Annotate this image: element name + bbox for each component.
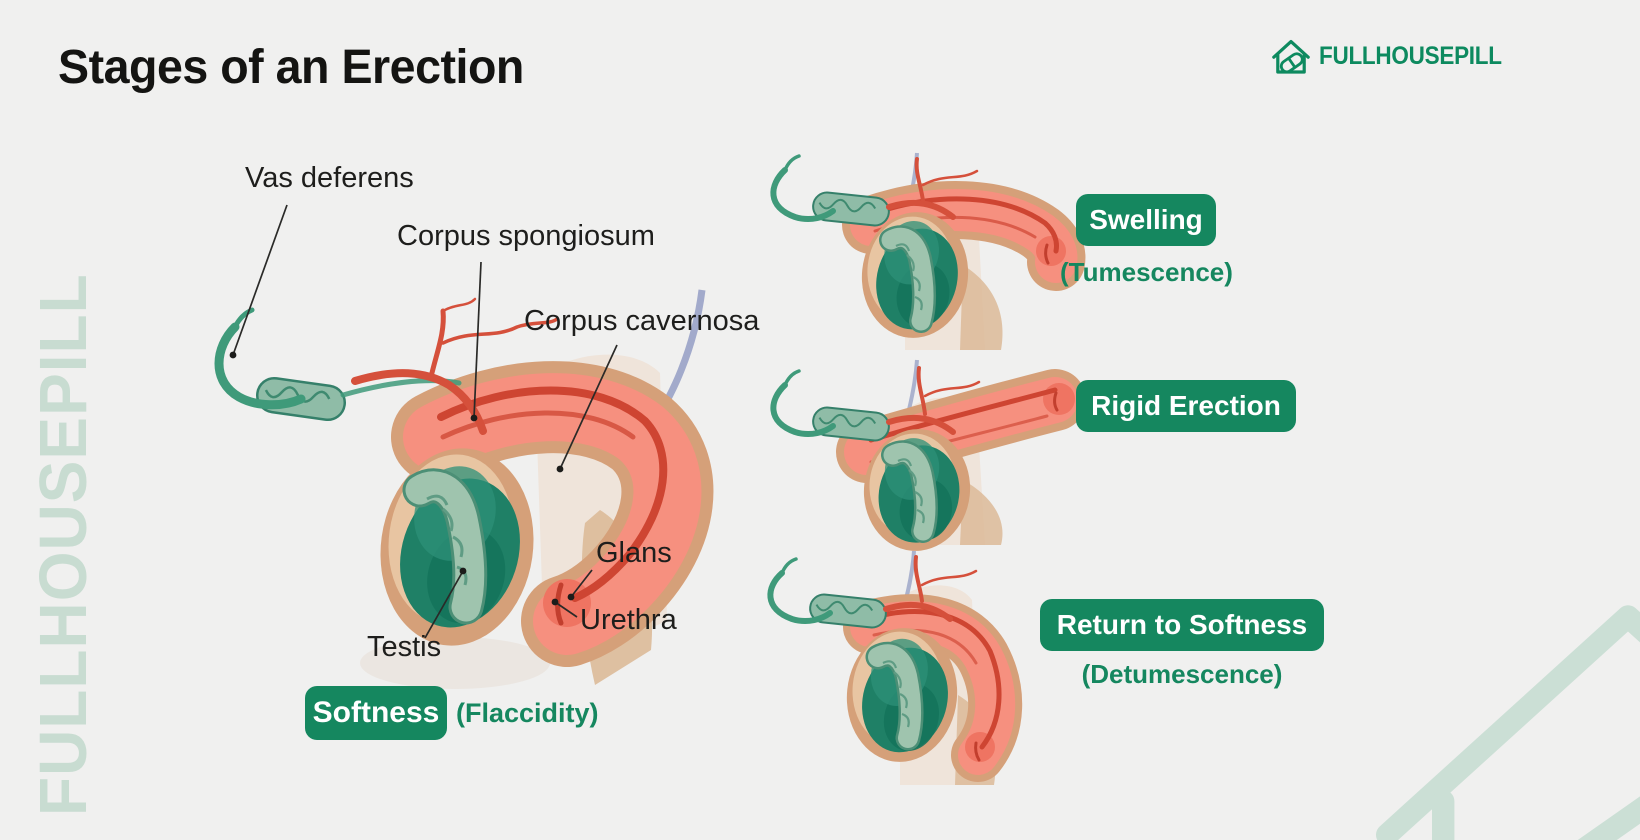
rigid-anatomy-illustration [770, 359, 1086, 551]
stage-badge-return-to-softness: Return to Softness [1040, 599, 1324, 651]
stage-subtitle-tumescence: (Tumescence) [1060, 257, 1233, 287]
label-glans: Glans [596, 537, 672, 569]
detumescence-anatomy-illustration [767, 550, 1023, 785]
label-corpus-cavernosa: Corpus cavernosa [524, 305, 760, 337]
brand-logo: FULLHOUSEPILL [1271, 36, 1522, 76]
watermark-text: FULLHOUSEPILL [25, 273, 101, 816]
stage-subtitle-detumescence: (Detumescence) [1081, 659, 1283, 689]
stage-subtitle-flaccidity: (Flaccidity) [456, 698, 599, 728]
swelling-anatomy-illustration [770, 152, 1086, 350]
house-pill-icon [1272, 40, 1310, 74]
stage-badge-softness: Softness [305, 686, 447, 740]
flaccid-anatomy-illustration [214, 289, 714, 689]
label-vas-deferens: Vas deferens [245, 162, 414, 194]
label-testis: Testis [367, 631, 442, 663]
house-pill-watermark-icon [1376, 605, 1640, 840]
stage-badge-rigid-erection: Rigid Erection [1076, 380, 1296, 432]
brand-name: FULLHOUSEPILL [1318, 41, 1502, 70]
label-urethra: Urethra [580, 604, 677, 636]
page-title: Stages of an Erection [58, 41, 524, 94]
stage-badge-swelling: Swelling [1076, 194, 1216, 246]
label-corpus-spongiosum: Corpus spongiosum [397, 220, 655, 252]
